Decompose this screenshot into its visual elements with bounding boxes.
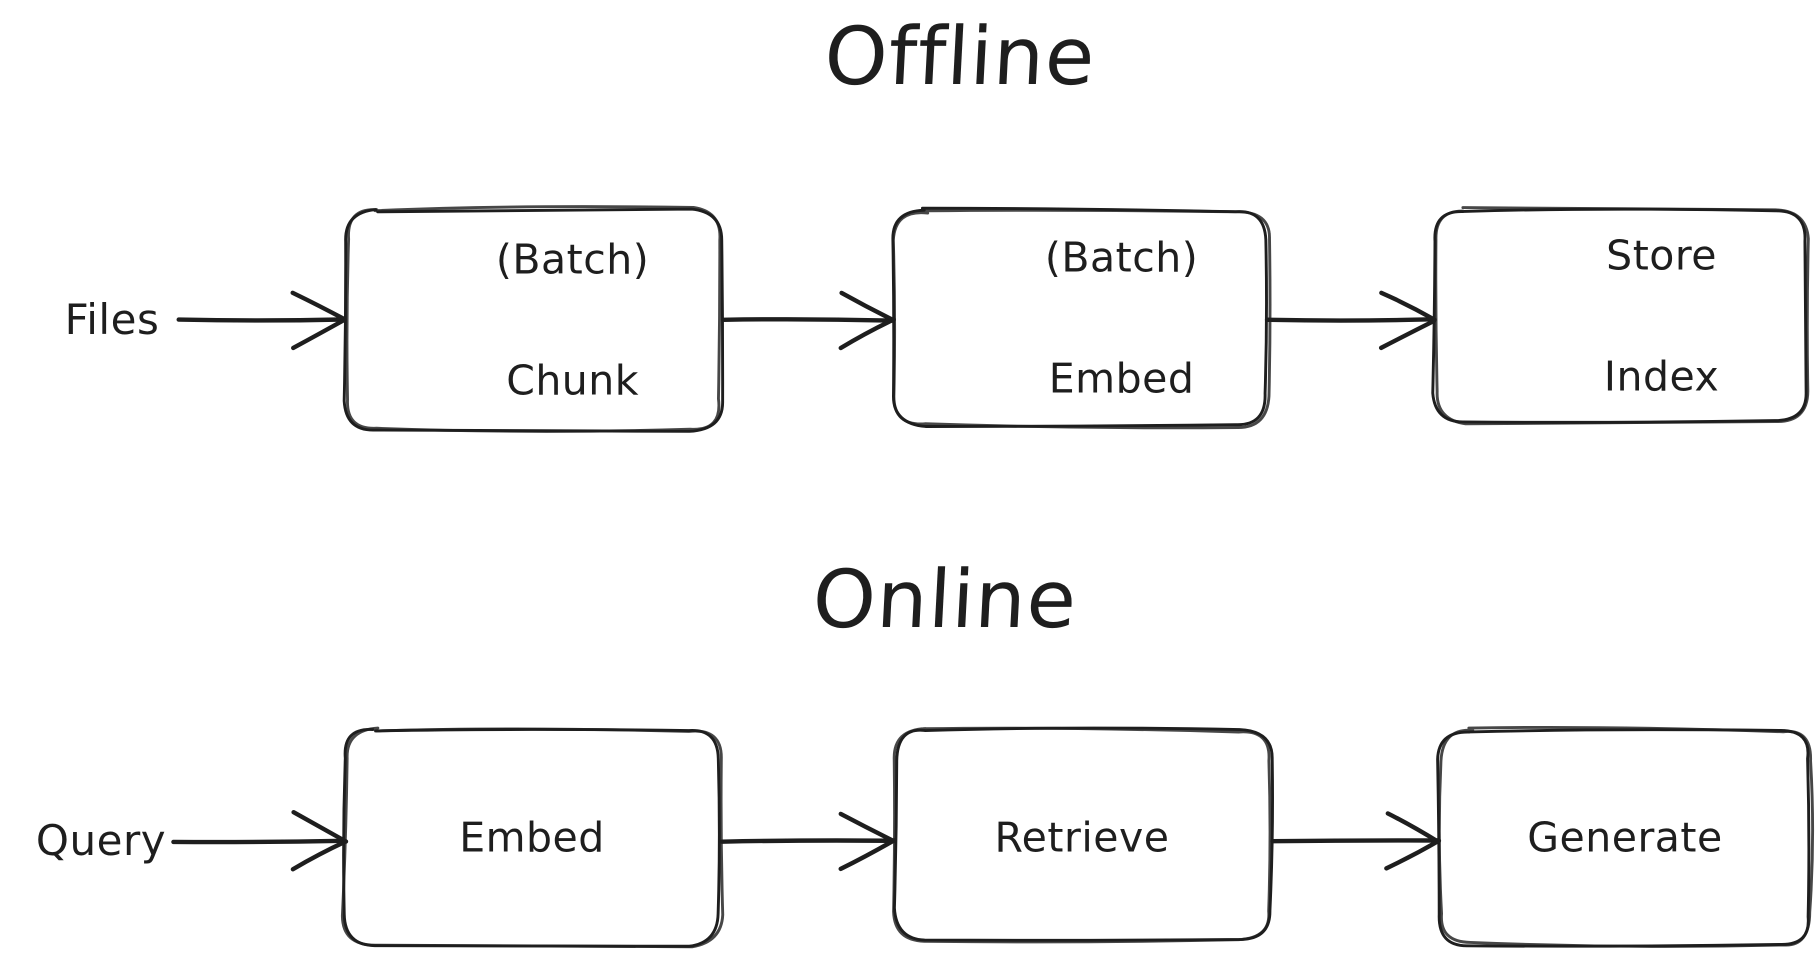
arrow-embed-to-retrieve <box>722 821 893 861</box>
arrow-embed-to-retrieve-shaft <box>719 838 893 844</box>
arrow-chunk-to-embed-head-upper <box>839 290 895 322</box>
arrow-files-to-chunk-head-upper <box>290 290 347 322</box>
arrow-embed-to-store-head-upper <box>1379 290 1437 322</box>
arrow-embed-to-store <box>1268 300 1434 340</box>
arrow-files-to-chunk-shaft <box>176 317 345 323</box>
arrow-embed-to-store-shaft <box>1264 317 1435 323</box>
arrow-retrieve-to-generate-head-lower <box>1384 838 1442 871</box>
section-title-offline: Offline <box>822 10 1098 103</box>
node-store-index[interactable] <box>1435 210 1807 422</box>
node-label-store-index: Store Index <box>1523 164 1720 467</box>
node-label-line1: Store <box>1606 230 1718 279</box>
node-label-batch-embed: (Batch) Embed <box>964 166 1199 469</box>
arrow-retrieve-to-generate-shaft <box>1270 838 1440 844</box>
node-label-line2: Embed <box>1048 354 1195 403</box>
arrow-retrieve-to-generate-head-upper <box>1385 811 1441 844</box>
node-label-retrieve: Retrieve <box>994 813 1170 862</box>
node-embed[interactable] <box>345 730 720 945</box>
input-label-query: Query <box>35 816 167 865</box>
node-label-line1: (Batch) <box>495 234 650 283</box>
node-embed-outline <box>340 726 725 949</box>
node-label-batch-chunk: (Batch) Chunk <box>415 168 650 471</box>
node-label-line2: Index <box>1603 352 1720 401</box>
node-batch-chunk[interactable] <box>345 210 720 430</box>
node-retrieve[interactable] <box>895 730 1270 940</box>
arrow-chunk-to-embed <box>722 300 893 340</box>
arrow-embed-to-retrieve-head-upper <box>838 811 896 843</box>
section-title-online: Online <box>810 553 1080 646</box>
node-label-line2: Chunk <box>506 356 640 405</box>
arrow-embed-to-retrieve-head-lower <box>838 838 897 872</box>
node-batch-chunk-outline <box>345 205 722 433</box>
arrow-files-to-chunk <box>178 300 345 340</box>
input-label-files: Files <box>64 295 160 344</box>
arrow-query-to-embed-head-lower <box>290 839 348 872</box>
node-label-generate: Generate <box>1527 813 1723 862</box>
node-batch-chunk-outline <box>342 207 725 433</box>
arrow-retrieve-to-generate <box>1272 821 1439 861</box>
node-batch-embed[interactable] <box>895 210 1267 425</box>
node-retrieve-outline <box>892 726 1272 944</box>
node-generate-outline <box>1437 725 1815 948</box>
arrow-query-to-embed-head-upper <box>291 810 349 844</box>
arrow-embed-to-store-head-lower <box>1378 318 1437 351</box>
arrow-query-to-embed-shaft <box>171 838 346 845</box>
node-label-embed: Embed <box>459 813 605 862</box>
arrow-files-to-chunk-head-lower <box>291 317 347 351</box>
node-generate[interactable] <box>1440 730 1810 945</box>
node-batch-embed-outline <box>891 208 1272 430</box>
arrow-chunk-to-embed-shaft <box>720 317 895 323</box>
arrow-chunk-to-embed-head-lower <box>838 317 896 351</box>
node-label-line1: (Batch) <box>1044 232 1199 281</box>
arrow-query-to-embed <box>174 821 345 861</box>
node-store-index-outline <box>1434 206 1810 426</box>
